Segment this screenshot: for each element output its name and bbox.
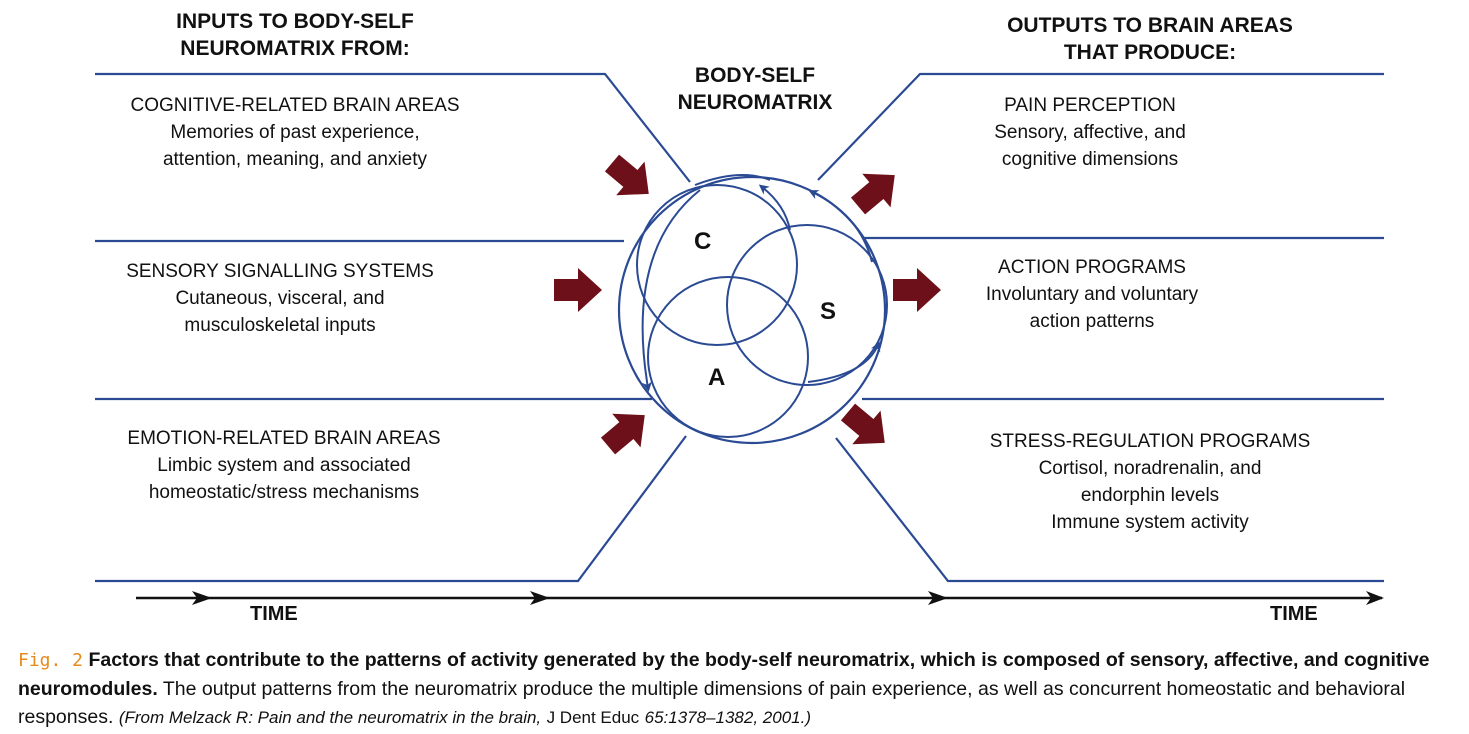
output-arrow-pain xyxy=(850,173,895,215)
input-boundaries xyxy=(95,72,691,583)
time-label-left: TIME xyxy=(250,603,298,625)
output-line-top xyxy=(817,72,1384,181)
input-arrow-sensory xyxy=(554,268,602,312)
input-line: Limbic system and associated xyxy=(157,455,411,476)
caption-journal: J Dent Educ xyxy=(546,708,640,727)
module-letter-s: S xyxy=(820,298,837,325)
input-arrows xyxy=(554,154,649,455)
output-line: Involuntary and voluntary xyxy=(985,284,1199,305)
input-line: attention, meaning, and anxiety xyxy=(162,149,428,170)
module-letter-c: C xyxy=(694,228,712,255)
output-block-stress: STRESS-REGULATION PROGRAMS Cortisol, nor… xyxy=(950,428,1350,536)
outputs-header-line-1: OUTPUTS TO BRAIN AREAS xyxy=(1007,14,1293,37)
input-line: Memories of past experience, xyxy=(170,122,420,143)
output-boundaries xyxy=(817,72,1384,583)
output-title-stress: STRESS-REGULATION PROGRAMS xyxy=(989,431,1311,452)
output-line: action patterns xyxy=(1029,311,1155,332)
module-letter-a: A xyxy=(708,364,726,391)
output-line: Cortisol, noradrenalin, and xyxy=(1038,458,1262,479)
caption-source: (From Melzack R: Pain and the neuromatri… xyxy=(118,708,542,727)
input-line-bottom xyxy=(95,435,687,583)
output-arrow-action xyxy=(893,268,941,312)
circulation-arrow-top xyxy=(808,190,873,263)
output-line: cognitive dimensions xyxy=(1001,149,1179,170)
input-line-top xyxy=(95,72,691,183)
circulation-gap-top xyxy=(694,174,771,186)
output-block-pain: PAIN PERCEPTION Sensory, affective, and … xyxy=(930,92,1250,173)
sensory-module-circle xyxy=(726,224,888,386)
circulation-arrow-right xyxy=(807,341,881,383)
cognitive-module-circle xyxy=(636,184,798,346)
center-header-line-2: NEUROMATRIX xyxy=(677,91,833,114)
time-axis-midhead-2 xyxy=(530,591,550,605)
output-block-action: ACTION PROGRAMS Involuntary and voluntar… xyxy=(932,254,1252,335)
outputs-header: OUTPUTS TO BRAIN AREAS THAT PRODUCE: xyxy=(990,12,1310,66)
output-title-action: ACTION PROGRAMS xyxy=(998,257,1186,278)
inputs-header: INPUTS TO BODY-SELF NEUROMATRIX FROM: xyxy=(150,8,440,62)
outputs-header-line-2: THAT PRODUCE: xyxy=(1063,41,1237,64)
circulation-arrows xyxy=(641,174,881,392)
time-axis-midhead-1 xyxy=(192,591,212,605)
output-line: endorphin levels xyxy=(1080,485,1220,506)
time-label-right: TIME xyxy=(1270,603,1318,625)
output-line-bottom xyxy=(835,437,1384,583)
input-block-emotion: EMOTION-RELATED BRAIN AREAS Limbic syste… xyxy=(84,425,484,506)
neuromatrix-circle xyxy=(617,175,887,445)
time-axis xyxy=(136,591,1384,605)
caption-source-end: 65:1378–1382, 2001.) xyxy=(644,708,811,727)
caption-bold-text: Factors that contribute to the patterns … xyxy=(18,649,1430,700)
time-axis-midhead-3 xyxy=(928,591,948,605)
circulation-arrow-left xyxy=(641,189,701,392)
center-header: BODY-SELF NEUROMATRIX xyxy=(660,62,850,116)
output-line: Immune system activity xyxy=(1051,512,1249,533)
input-line: musculoskeletal inputs xyxy=(184,315,376,336)
output-arrow-stress xyxy=(840,403,885,445)
input-arrow-cognitive xyxy=(604,154,649,196)
output-arrows xyxy=(840,173,941,445)
input-title-sensory: SENSORY SIGNALLING SYSTEMS xyxy=(126,261,434,282)
input-title-emotion: EMOTION-RELATED BRAIN AREAS xyxy=(127,428,441,449)
inputs-header-line-1: INPUTS TO BODY-SELF xyxy=(176,10,414,33)
affective-module-circle xyxy=(647,276,809,438)
caption-text: The output patterns from the neuromatrix… xyxy=(18,678,1406,728)
output-line: Sensory, affective, and xyxy=(994,122,1186,143)
caption-fig-label: Fig. 2 xyxy=(18,650,84,671)
input-arrow-emotion xyxy=(600,413,645,455)
input-block-sensory: SENSORY SIGNALLING SYSTEMS Cutaneous, vi… xyxy=(80,258,480,339)
input-block-cognitive: COGNITIVE-RELATED BRAIN AREAS Memories o… xyxy=(95,92,495,173)
circulation-arrow-bottom-up xyxy=(758,184,791,231)
input-line: homeostatic/stress mechanisms xyxy=(148,482,420,503)
output-title-pain: PAIN PERCEPTION xyxy=(1004,95,1176,116)
input-title-cognitive: COGNITIVE-RELATED BRAIN AREAS xyxy=(130,95,460,116)
center-header-line-1: BODY-SELF xyxy=(694,64,816,87)
inputs-header-line-2: NEUROMATRIX FROM: xyxy=(180,37,410,60)
figure-caption: Fig. 2 Factors that contribute to the pa… xyxy=(18,646,1458,732)
input-line: Cutaneous, visceral, and xyxy=(175,288,385,309)
